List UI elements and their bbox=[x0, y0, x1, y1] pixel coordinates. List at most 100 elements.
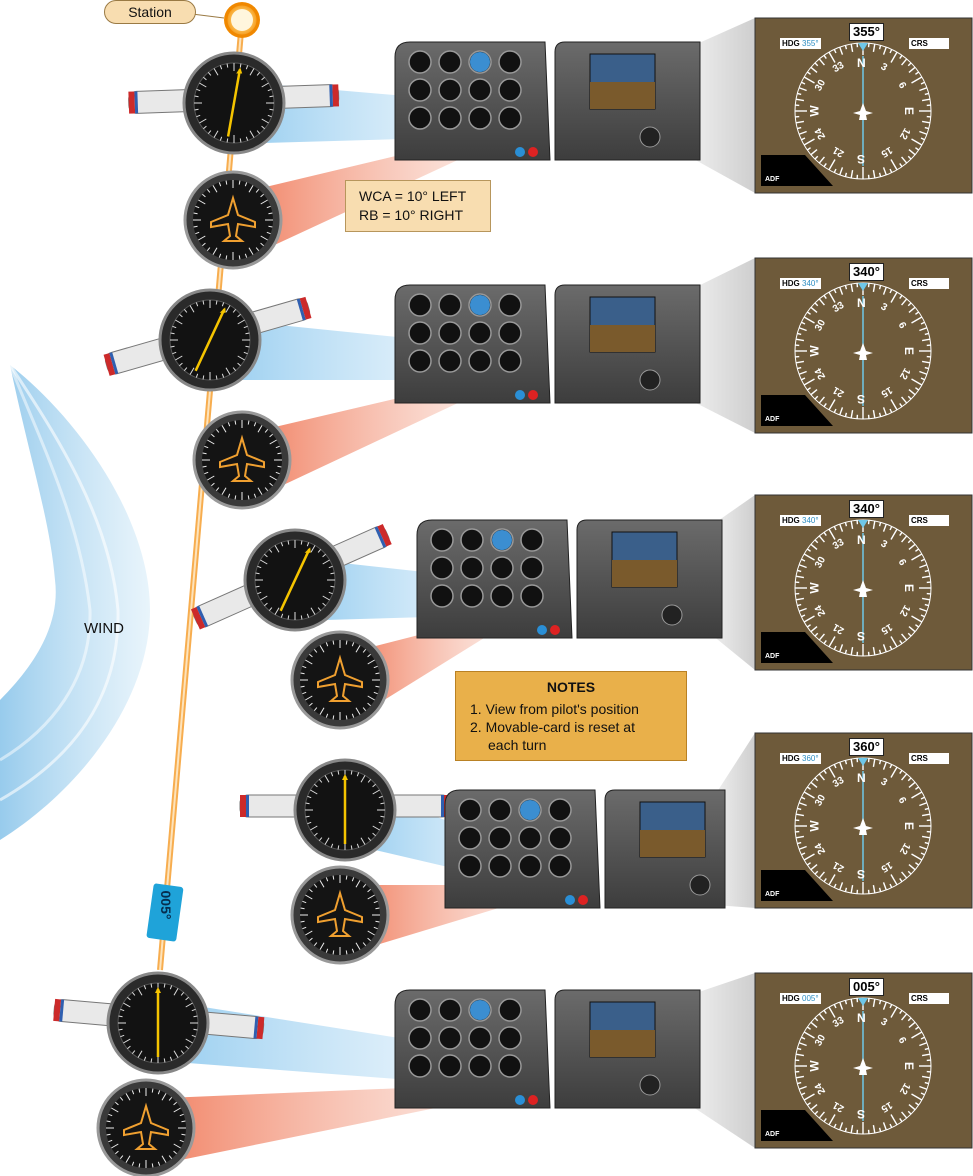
airplane-symbol bbox=[123, 1102, 169, 1150]
gauge bbox=[430, 556, 454, 580]
view-beam-gray bbox=[690, 258, 755, 433]
hsi-hdg-box: HDG 005° bbox=[780, 993, 821, 1004]
notes-item: 1. View from pilot's position bbox=[470, 701, 639, 717]
adf-needle bbox=[279, 548, 311, 612]
wca-line: WCA = 10° LEFT bbox=[359, 188, 467, 204]
adf-indicator bbox=[293, 758, 397, 862]
gauge bbox=[408, 78, 432, 102]
gauge bbox=[438, 1026, 462, 1050]
gauge bbox=[408, 321, 432, 345]
hsi-crs-box: CRS bbox=[909, 753, 949, 764]
gauge bbox=[490, 584, 514, 608]
cockpit-panel bbox=[394, 284, 701, 404]
hsi-heading-readout: 340° bbox=[849, 263, 884, 281]
gauge bbox=[488, 826, 512, 850]
gauge bbox=[438, 78, 462, 102]
gauge bbox=[458, 854, 482, 878]
compass-card-label: N bbox=[857, 1011, 866, 1025]
aircraft-symbol bbox=[853, 103, 873, 120]
gauge bbox=[468, 106, 492, 130]
gauge bbox=[438, 293, 462, 317]
heading-indicator bbox=[183, 170, 283, 270]
gauge bbox=[408, 106, 432, 130]
compass-card-label: W bbox=[807, 345, 822, 357]
hsi-hdg-box: HDG 340° bbox=[780, 515, 821, 526]
compass-card-label: S bbox=[857, 1107, 866, 1121]
gauge bbox=[408, 1054, 432, 1078]
hsi-hdg-box: HDG 340° bbox=[780, 278, 821, 289]
gauge bbox=[520, 584, 544, 608]
gauge bbox=[498, 50, 522, 74]
heading-indicator bbox=[290, 630, 390, 730]
view-beam-red bbox=[360, 615, 497, 715]
gauge bbox=[468, 1054, 492, 1078]
gauge bbox=[408, 293, 432, 317]
compass-card-label: S bbox=[857, 867, 866, 881]
adf-indicator bbox=[182, 51, 286, 155]
gauge bbox=[548, 798, 572, 822]
gauge bbox=[468, 349, 492, 373]
notes-item: each turn bbox=[488, 737, 547, 753]
aircraft-symbol bbox=[853, 343, 873, 360]
compass-card-label: E bbox=[902, 583, 917, 593]
gauge bbox=[498, 78, 522, 102]
compass-card-label: N bbox=[857, 56, 866, 70]
cockpit-panel bbox=[444, 789, 726, 909]
aircraft-group bbox=[103, 257, 973, 510]
adf-window bbox=[761, 632, 833, 663]
wind-label: WIND bbox=[84, 620, 124, 637]
cockpit-panel bbox=[394, 41, 701, 161]
compass-card-label: W bbox=[807, 105, 822, 117]
aircraft-symbol bbox=[853, 580, 873, 597]
wca-callout: WCA = 10° LEFT RB = 10° RIGHT bbox=[345, 180, 491, 232]
compass-card-label: W bbox=[807, 820, 822, 832]
heading-indicator bbox=[96, 1078, 196, 1176]
aircraft-group bbox=[239, 732, 973, 965]
hsi-heading-readout: 355° bbox=[849, 23, 884, 41]
compass-card-label: S bbox=[857, 152, 866, 166]
adf-window bbox=[761, 1110, 833, 1141]
gauge bbox=[460, 528, 484, 552]
gauge bbox=[488, 798, 512, 822]
gauge bbox=[520, 528, 544, 552]
gauge bbox=[498, 293, 522, 317]
compass-card-label: W bbox=[807, 582, 822, 594]
hsi-heading-readout: 340° bbox=[849, 500, 884, 518]
aircraft-group bbox=[128, 17, 973, 270]
gauge bbox=[438, 998, 462, 1022]
hsi-adf-label: ADF bbox=[765, 176, 780, 183]
adf-needle bbox=[194, 308, 226, 372]
wind-area bbox=[0, 364, 150, 840]
gauge bbox=[408, 998, 432, 1022]
compass-card-label: N bbox=[857, 533, 866, 547]
gauge bbox=[458, 826, 482, 850]
hsi-hdg-box: HDG 355° bbox=[780, 38, 821, 49]
gauge bbox=[518, 826, 542, 850]
hsi-adf-label: ADF bbox=[765, 891, 780, 898]
adf-indicator bbox=[158, 288, 262, 392]
gauge bbox=[438, 321, 462, 345]
course-tag bbox=[146, 883, 184, 942]
gauge bbox=[438, 106, 462, 130]
view-beam-red bbox=[262, 380, 475, 495]
gauge bbox=[488, 854, 512, 878]
compass-card-label: S bbox=[857, 392, 866, 406]
gauge bbox=[498, 321, 522, 345]
compass-card-label: E bbox=[902, 1061, 917, 1071]
rb-line: RB = 10° RIGHT bbox=[359, 207, 464, 223]
hsi-adf-label: ADF bbox=[765, 416, 780, 423]
compass-card-label: W bbox=[807, 1060, 822, 1072]
hsi-adf-label: ADF bbox=[765, 653, 780, 660]
notes-title: NOTES bbox=[546, 679, 596, 695]
gauge bbox=[430, 584, 454, 608]
gauge bbox=[548, 826, 572, 850]
gauge bbox=[490, 556, 514, 580]
compass-card-label: E bbox=[902, 346, 917, 356]
notes-item: 2. Movable-card is reset at bbox=[470, 719, 635, 735]
gauge bbox=[438, 1054, 462, 1078]
notes-box: NOTES 1. View from pilot's position 2. M… bbox=[455, 671, 687, 761]
gauge bbox=[518, 854, 542, 878]
hsi-crs-box: CRS bbox=[909, 515, 949, 526]
